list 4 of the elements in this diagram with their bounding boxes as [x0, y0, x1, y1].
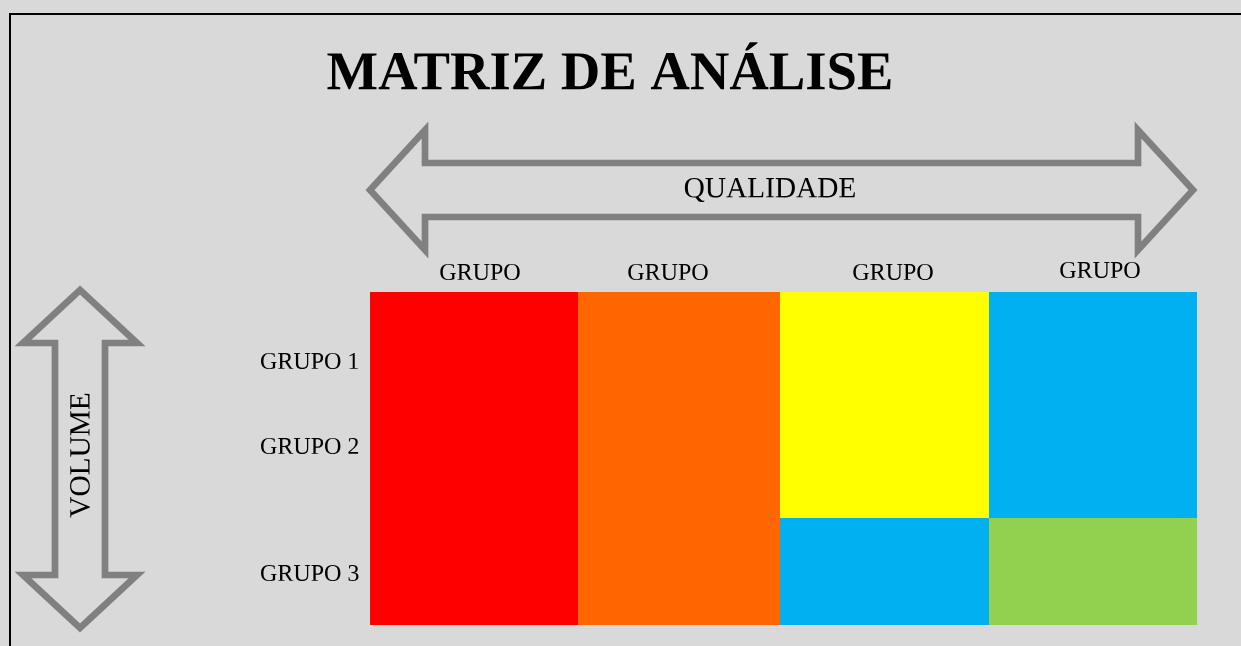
axis-label: GRUPO 3 [261, 564, 359, 582]
axis-label: GRUPO 1 [261, 352, 358, 370]
title: MATRIZ DE ANÁLISE [327, 42, 891, 90]
axis-label: GRUPO 2 [261, 437, 359, 455]
